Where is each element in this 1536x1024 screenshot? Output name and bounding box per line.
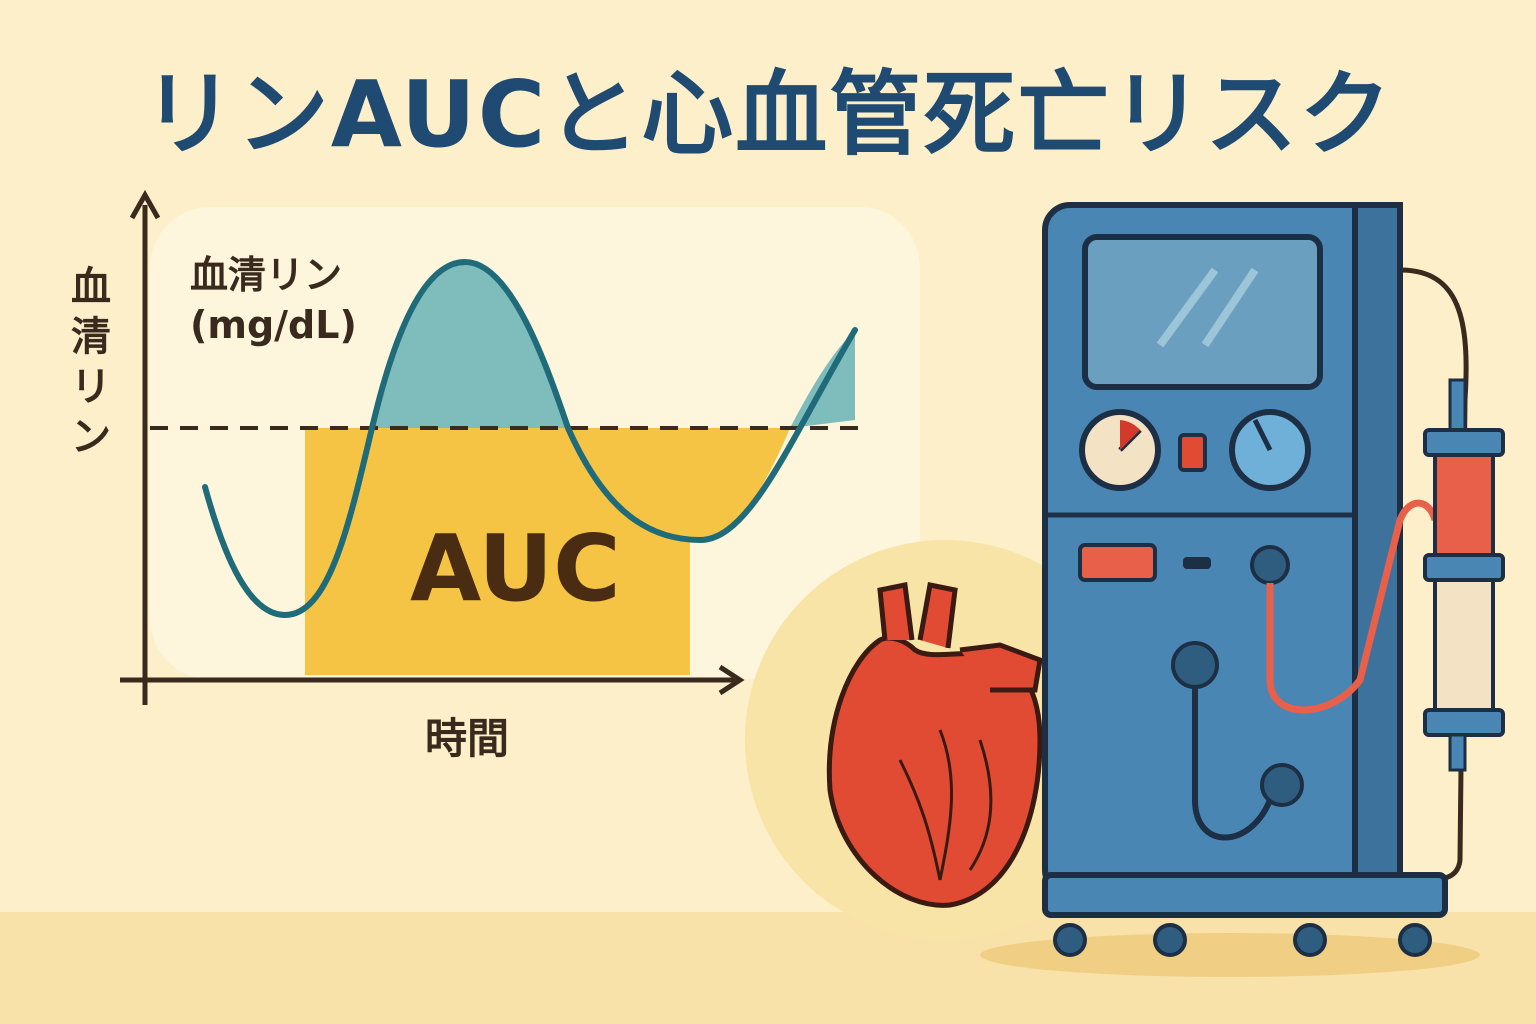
auc-area <box>305 428 860 675</box>
dialysis-machine-icon <box>980 202 1505 977</box>
y-axis-arrow <box>129 189 161 220</box>
auc-label: AUC <box>410 515 621 622</box>
y-axis-label-unit: (mg/dL) <box>190 303 357 347</box>
above-threshold-area <box>372 262 568 428</box>
x-axis-label: 時間 <box>425 714 510 763</box>
x-axis-arrow <box>718 664 745 696</box>
phosphorus-curve <box>202 258 858 619</box>
heart-icon <box>826 582 1043 908</box>
y-axis-vertical-label: 血清リン <box>71 264 111 460</box>
y-axis-label: 血清リン (mg/dL) <box>190 250 357 350</box>
page-title: リンAUCと心血管死亡リスク <box>142 61 1394 168</box>
y-axis-label-line1: 血清リン <box>190 253 343 297</box>
